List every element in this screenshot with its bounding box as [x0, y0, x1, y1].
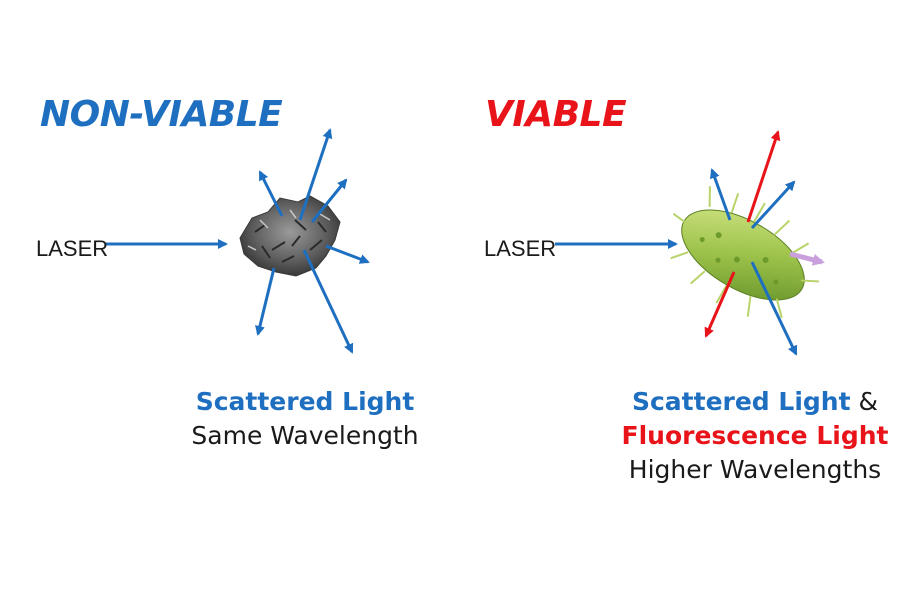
fluorescence-light-label: Fluorescence Light — [621, 421, 889, 450]
laser-label-right: LASER — [484, 236, 557, 261]
fluorescence-arrows — [704, 130, 781, 338]
non-viable-caption: Scattered Light Same Wavelength — [180, 385, 430, 453]
viable-caption: Scattered Light & Fluorescence Light Hig… — [615, 385, 895, 487]
higher-wavelengths-label: Higher Wavelengths — [628, 455, 882, 484]
viable-microbe — [670, 186, 819, 319]
scattered-arrows-right — [710, 168, 798, 356]
laser-label-left: LASER — [36, 236, 109, 261]
scattered-light-label-viable: Scattered Light — [631, 387, 851, 416]
same-wavelength-label: Same Wavelength — [191, 421, 419, 450]
violet-arrow — [789, 251, 825, 266]
scattered-light-label: Scattered Light — [195, 387, 415, 416]
non-viable-title: NON-VIABLE — [40, 94, 283, 135]
ampersand: & — [850, 387, 879, 416]
viable-title: VIABLE — [485, 94, 627, 135]
scattered-arrows-left — [255, 128, 370, 354]
